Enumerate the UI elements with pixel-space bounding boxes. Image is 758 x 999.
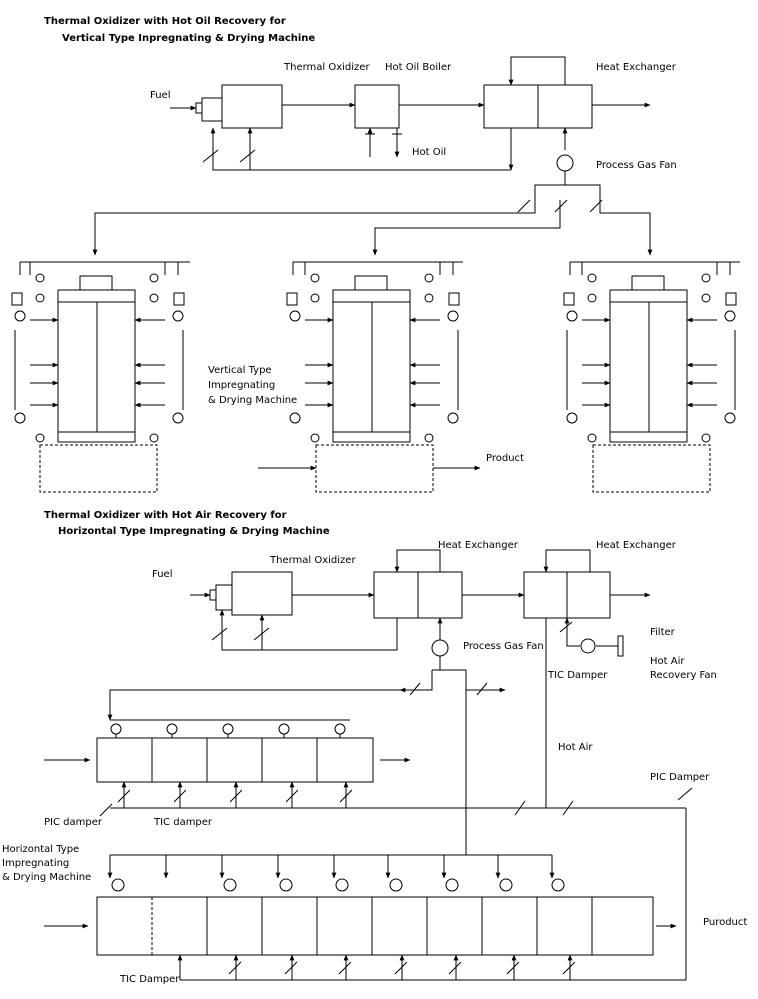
s2-horizontal-machine-lower bbox=[96, 855, 686, 981]
s1-product-label: Product bbox=[486, 453, 524, 464]
s2-manifold-top bbox=[107, 670, 433, 721]
s2-fuel-label: Fuel bbox=[152, 569, 172, 580]
s2-pic-damper-right-label: PIC Damper bbox=[650, 772, 710, 783]
section1-title-line2: Vertical Type Inpregnating & Drying Mach… bbox=[62, 33, 315, 44]
s1-manifold-left bbox=[92, 171, 566, 256]
s1-heat-exchanger-label: Heat Exchanger bbox=[596, 62, 677, 73]
s2-machine-label-3: & Drying Machine bbox=[2, 872, 91, 883]
s2-machine-label-2: Impregnating bbox=[2, 858, 69, 869]
s2-hot-air-fan-label-1: Hot Air bbox=[650, 656, 685, 667]
s1-burner-housing bbox=[201, 97, 223, 122]
s2-product-label: Puroduct bbox=[703, 917, 747, 928]
s1-hot-oil-boiler-label: Hot Oil Boiler bbox=[385, 62, 452, 73]
section1-title-line1: Thermal Oxidizer with Hot Oil Recovery f… bbox=[44, 16, 286, 27]
s2-heat-exchanger-2-label: Heat Exchanger bbox=[596, 540, 677, 551]
s2-process-gas-fan-icon bbox=[431, 639, 449, 657]
s2-hot-air-label: Hot Air bbox=[558, 742, 593, 753]
s1-thermal-oxidizer-box bbox=[221, 84, 283, 129]
s2-tic-damper-top-label: TIC Damper bbox=[547, 670, 608, 681]
s2-horizontal-machine-upper bbox=[96, 719, 374, 808]
s2-hot-air-fan-label-2: Recovery Fan bbox=[650, 670, 717, 681]
s2-thermal-oxidizer-label: Thermal Oxidizer bbox=[269, 555, 356, 566]
s2-thermal-oxidizer-box bbox=[231, 571, 293, 616]
s1-hot-oil-boiler-box bbox=[354, 84, 400, 129]
s1-burner bbox=[195, 102, 203, 114]
s1-vertical-machine-1 bbox=[11, 261, 190, 493]
s1-hot-oil-label: Hot Oil bbox=[412, 147, 446, 158]
s2-process-gas-fan-label: Process Gas Fan bbox=[463, 641, 544, 652]
s2-tic-damper-bottom-label: TIC Damper bbox=[119, 974, 180, 985]
s1-vertical-machine-2 bbox=[286, 261, 463, 493]
s1-fuel-label: Fuel bbox=[150, 90, 170, 101]
s1-vertical-machine-3 bbox=[563, 261, 740, 493]
s1-thermal-oxidizer-label: Thermal Oxidizer bbox=[283, 62, 370, 73]
s2-tic-damper-mid-label: TIC damper bbox=[153, 817, 213, 828]
s1-process-gas-fan-icon bbox=[556, 154, 574, 172]
s1-machine-label-2: Impregnating bbox=[208, 380, 275, 391]
s2-filter-icon bbox=[617, 635, 624, 657]
section2-title-line1: Thermal Oxidizer with Hot Air Recovery f… bbox=[44, 510, 287, 521]
s2-pic-damper-left-label: PIC damper bbox=[44, 817, 103, 828]
s2-heat-exchanger-1-label: Heat Exchanger bbox=[438, 540, 519, 551]
s1-machine-label-3: & Drying Machine bbox=[208, 395, 297, 406]
s1-process-gas-fan-label: Process Gas Fan bbox=[596, 160, 677, 171]
s1-manifold-right bbox=[565, 184, 653, 256]
s2-hot-air-fan-icon bbox=[580, 638, 596, 654]
s2-machine-label-1: Horizontal Type bbox=[2, 844, 79, 855]
s2-filter-label: Filter bbox=[650, 627, 676, 638]
s1-return-line bbox=[210, 127, 511, 171]
s1-hx-bypass bbox=[508, 56, 566, 86]
section2-title-line2: Horizontal Type Impregnating & Drying Ma… bbox=[58, 526, 330, 537]
s1-manifold-mid bbox=[372, 200, 561, 256]
s1-machine-label-1: Vertical Type bbox=[208, 365, 272, 376]
